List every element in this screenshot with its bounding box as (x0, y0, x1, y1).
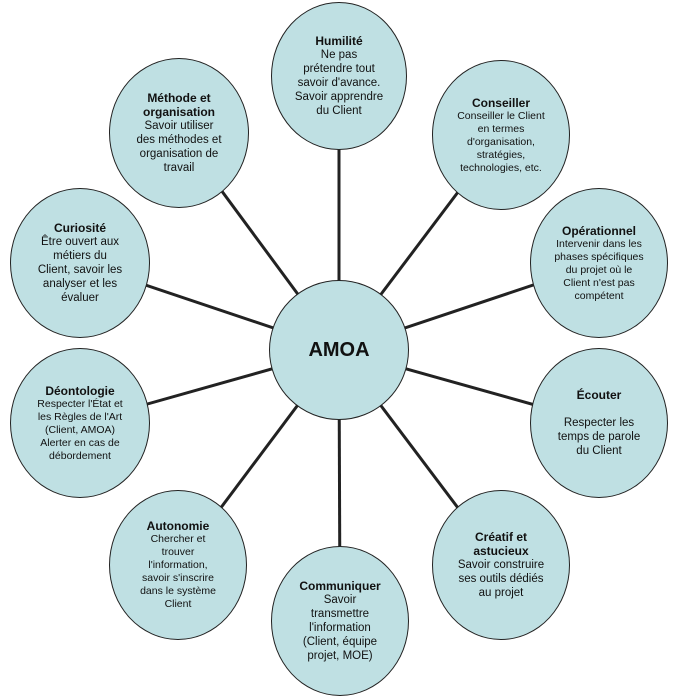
node-text: Savoir construire ses outils dédiés au p… (457, 559, 545, 599)
node-text: Savoir utiliser des méthodes et organisa… (136, 120, 222, 174)
node-title: Humilité (315, 34, 363, 48)
node-title: Communiquer (299, 579, 381, 593)
node-autonomie: Autonomie Chercher et trouver l'informat… (109, 490, 247, 640)
node-humilite: Humilité Ne pas prétendre tout savoir d'… (271, 2, 407, 150)
node-text: Respecter les temps de parole du Client (557, 417, 641, 457)
node-creatif: Créatif et astucieux Savoir construire s… (432, 490, 570, 640)
node-title: Écouter (576, 388, 622, 402)
node-title: Déontologie (45, 383, 115, 398)
node-title: Méthode et organisation (142, 91, 215, 119)
node-text: Respecter l'État et les Règles de l'Art … (37, 397, 123, 462)
node-title: Curiosité (53, 221, 106, 235)
node-curiosite: Curiosité Être ouvert aux métiers du Cli… (10, 188, 150, 338)
node-deontologie: Déontologie Respecter l'État et les Règl… (10, 348, 150, 498)
node-text: Savoir transmettre l'information (Client… (302, 594, 378, 662)
node-text: Ne pas prétendre tout savoir d'avance. S… (294, 49, 384, 117)
node-text: Chercher et trouver l'information, savoi… (140, 533, 216, 610)
node-text: Être ouvert aux métiers du Client, savoi… (37, 236, 123, 304)
center-node-amoa: AMOA (269, 280, 409, 420)
node-operationnel: Opérationnel Intervenir dans les phases … (530, 188, 668, 338)
node-title: Conseiller (471, 95, 531, 110)
node-conseiller: Conseiller Conseiller le Client en terme… (432, 60, 570, 210)
node-communiquer: Communiquer Savoir transmettre l'informa… (271, 546, 409, 696)
node-title: Créatif et astucieux (473, 530, 529, 558)
node-ecouter: Écouter Respecter les temps de parole du… (530, 348, 668, 498)
node-title: Autonomie (146, 519, 210, 533)
center-title: AMOA (308, 339, 370, 361)
node-text: Conseiller le Client en termes d'organis… (457, 109, 545, 174)
node-text: Intervenir dans les phases spécifiques d… (554, 237, 644, 302)
node-methode: Méthode et organisation Savoir utiliser … (109, 58, 249, 208)
node-title: Opérationnel (561, 223, 636, 238)
